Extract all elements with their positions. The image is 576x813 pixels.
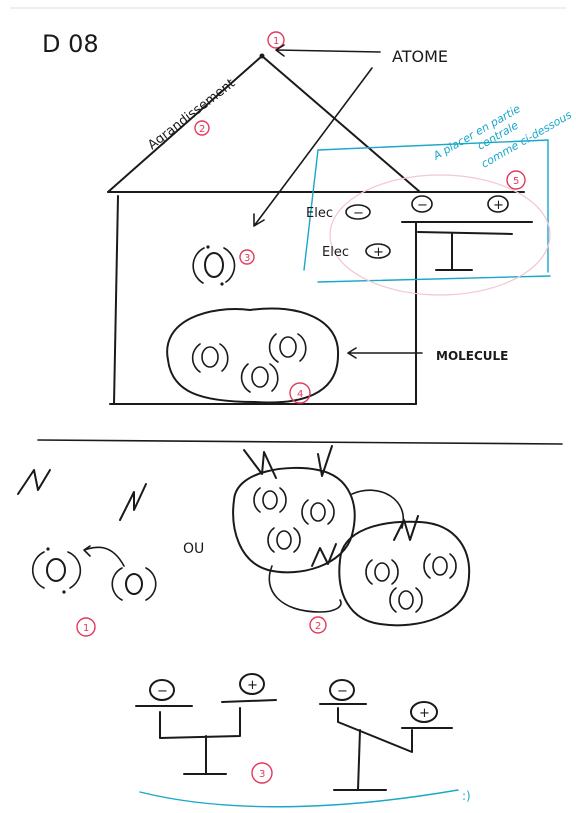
svg-text:−: − [417,198,428,213]
blue-underline [139,789,459,808]
molecule-left [232,466,356,613]
lightning-left [17,469,147,521]
atome-arrow [275,44,381,57]
svg-text:Elec: Elec [306,206,333,221]
svg-text:5: 5 [513,176,519,187]
svg-text:2: 2 [315,621,321,632]
svg-text:1: 1 [83,623,89,634]
marker-b1: 1 [76,617,96,637]
ou-label: OU [183,541,204,557]
elec-plus-legend: Elec + [322,243,391,260]
svg-text:2: 2 [199,124,205,135]
elec-minus-legend: Elec − [306,204,371,221]
marker-3: 3 [239,249,255,265]
svg-text:1: 1 [273,36,279,47]
svg-text:−: − [157,684,168,699]
balance-top: − + [401,195,533,271]
molecule-blob [166,307,340,404]
marker-2: 2 [194,120,210,136]
molecule-label: MOLECULE [436,349,508,363]
svg-text:+: + [247,678,258,693]
atom-pair [31,545,157,601]
section-divider [37,439,563,445]
svg-text:+: + [493,198,504,213]
lightning-right [243,445,419,567]
marker-b2: 2 [309,616,327,634]
svg-text:4: 4 [297,389,303,400]
smiley: :) [462,789,471,803]
balance-tilted: − + [319,679,453,791]
marker-b3: 3 [251,762,273,784]
svg-text:−: − [353,206,364,221]
sheet-code: D 08 [42,30,99,58]
svg-text:−: − [337,684,348,699]
svg-text:+: + [373,245,384,260]
svg-text:+: + [419,706,430,721]
svg-text:3: 3 [259,769,265,780]
svg-text:3: 3 [244,253,250,264]
agrandissement-label: Agrandissement [145,76,238,153]
svg-text:Elec: Elec [322,245,349,260]
molecule-arrow [347,347,423,359]
atom-dot [259,53,265,59]
marker-4: 4 [289,382,311,404]
marker-1: 1 [267,31,285,49]
pink-halo [329,174,551,296]
atom-symbol [192,245,236,286]
molecule-right [338,489,471,627]
atome-zoom-arrow [253,67,373,227]
house-diagram [107,55,525,405]
balance-level: − + [135,673,277,775]
marker-5: 5 [506,170,526,190]
atome-label: ATOME [392,47,448,66]
